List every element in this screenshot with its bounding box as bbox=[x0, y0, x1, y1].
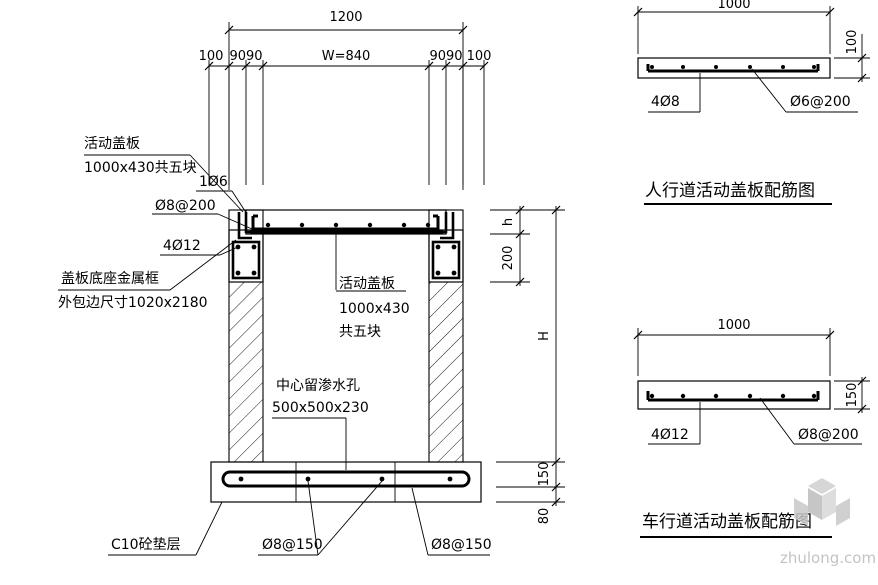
dim-w: W=840 bbox=[322, 49, 371, 64]
drain-label: 中心留渗水孔 500x500x230 bbox=[272, 378, 369, 470]
phi8-150-b-text: Ø8@150 bbox=[431, 537, 492, 553]
label-1phi6-text: 1Ø6 bbox=[199, 174, 228, 190]
label-phi8-150-b: Ø8@150 bbox=[411, 487, 492, 556]
dim-150: 150 bbox=[537, 462, 552, 487]
right-dims: h 200 H 150 80 bbox=[490, 205, 565, 525]
frame-label: 盖板底座金属框 外包边尺寸1020x2180 bbox=[58, 239, 237, 311]
dim-1200: 1200 bbox=[224, 10, 468, 190]
label-4phi12: 4Ø12 bbox=[160, 238, 239, 256]
inner-cover-line2: 1000x430 bbox=[339, 301, 410, 317]
dim-100-left: 100 bbox=[199, 49, 224, 64]
dim-200: 200 bbox=[501, 246, 516, 271]
dim-h: h bbox=[501, 218, 516, 226]
label-phi8-150-a: Ø8@150 bbox=[258, 480, 383, 556]
inner-cover-line3: 共五块 bbox=[339, 324, 381, 340]
label-1phi6: 1Ø6 bbox=[196, 174, 248, 215]
label-4phi12-text: 4Ø12 bbox=[163, 238, 201, 254]
frame-label-line2: 外包边尺寸1020x2180 bbox=[58, 295, 208, 311]
dim-H: H bbox=[537, 331, 552, 341]
bottom-title: 车行道活动盖板配筋图 bbox=[642, 512, 812, 532]
cover-label-line2: 1000x430共五块 bbox=[84, 160, 197, 176]
inner-cover-label: 活动盖板 1000x430 共五块 bbox=[335, 232, 410, 340]
top-bar-dist: Ø6@200 bbox=[790, 94, 851, 110]
cover-slab bbox=[245, 209, 447, 235]
label-phi8-200: Ø8@200 bbox=[152, 198, 253, 230]
bottom-bar-dist: Ø8@200 bbox=[798, 427, 859, 443]
main-section: 1200 100 9090 W=840 9090 100 bbox=[58, 10, 565, 556]
dim-9090-left: 9090 bbox=[229, 49, 262, 64]
cover-label: 活动盖板 1000x430共五块 bbox=[84, 136, 244, 213]
base-slab bbox=[210, 461, 482, 503]
watermark-logo-icon bbox=[794, 478, 850, 526]
bottom-thickness-text: 150 bbox=[845, 383, 860, 408]
watermark-text: zhulong.com bbox=[780, 549, 876, 567]
frame-label-line1: 盖板底座金属框 bbox=[61, 271, 159, 287]
inner-cover-line1: 活动盖板 bbox=[339, 276, 395, 292]
detail-roadway-cover: 1000 150 4Ø12 Ø8@200 车行道活动盖板配筋图 bbox=[633, 318, 870, 538]
bottom-bar-main: 4Ø12 bbox=[651, 427, 689, 443]
detail-sidewalk-cover: 1000 100 4Ø8 Ø6@200 人行道活动盖板配筋图 bbox=[633, 0, 870, 205]
dim-80: 80 bbox=[537, 508, 552, 525]
dim-1200-text: 1200 bbox=[329, 10, 362, 25]
bottom-width-text: 1000 bbox=[717, 318, 750, 333]
dim-100-right: 100 bbox=[467, 49, 492, 64]
cover-label-line1: 活动盖板 bbox=[84, 136, 140, 152]
top-title: 人行道活动盖板配筋图 bbox=[645, 181, 815, 201]
drain-line2: 500x500x230 bbox=[272, 400, 369, 416]
cushion-text: C10砼垫层 bbox=[111, 537, 181, 553]
phi8-150-a-text: Ø8@150 bbox=[262, 537, 323, 553]
dim-chain: 100 9090 W=840 9090 100 bbox=[199, 49, 492, 185]
top-width-text: 1000 bbox=[717, 0, 750, 12]
watermark: zhulong.com bbox=[780, 478, 876, 567]
cushion-label: C10砼垫层 bbox=[108, 501, 223, 556]
label-phi8-200-text: Ø8@200 bbox=[155, 198, 216, 214]
dim-9090-right: 9090 bbox=[429, 49, 462, 64]
left-wall bbox=[228, 209, 264, 463]
drain-line1: 中心留渗水孔 bbox=[276, 378, 360, 394]
top-thickness-text: 100 bbox=[845, 30, 860, 55]
top-bar-main: 4Ø8 bbox=[651, 94, 680, 110]
